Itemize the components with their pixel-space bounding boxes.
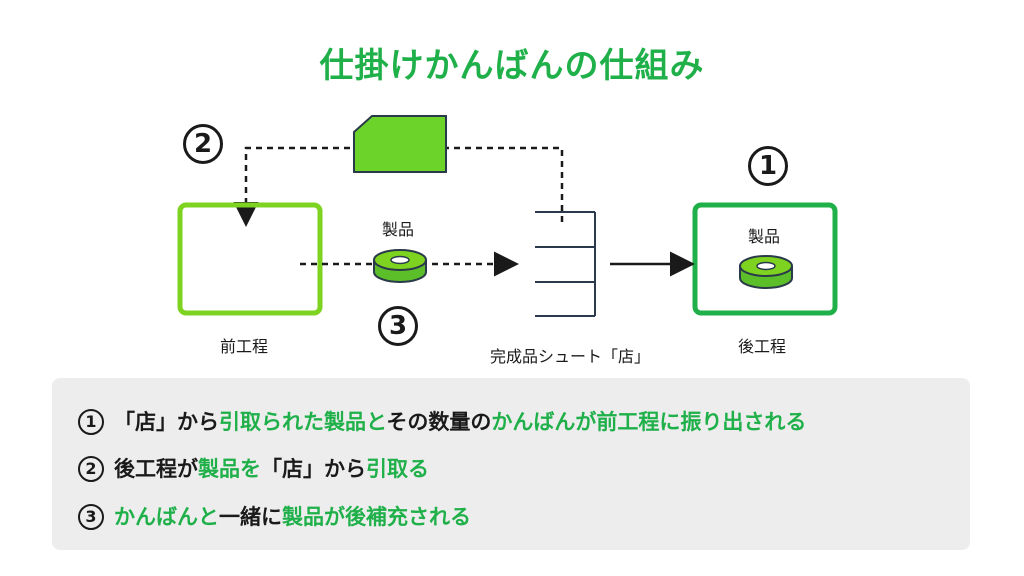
step-number-1: 1 — [78, 409, 104, 435]
product-label-mid: 製品 — [382, 220, 415, 239]
prev-process-label: 前工程 — [220, 337, 269, 356]
page-title: 仕掛けかんばんの仕組み — [319, 46, 705, 86]
kanban-card-icon — [353, 115, 447, 173]
step-marker-2: 2 — [183, 124, 223, 164]
product-label-right: 製品 — [748, 227, 781, 246]
next-process-box — [692, 202, 838, 316]
next-process-label: 後工程 — [738, 337, 787, 356]
chute-label: 完成品シュート「店」 — [490, 347, 651, 366]
step-number-3: 3 — [78, 504, 104, 530]
product-icon-right — [739, 255, 793, 289]
step-marker-3: 3 — [378, 306, 418, 346]
product-icon-mid — [373, 249, 427, 283]
step-row-1: 1「店」から引取られた製品とその数量のかんばんが前工程に振り出される — [78, 406, 806, 436]
chute-shelf-icon — [535, 211, 596, 317]
prev-process-box — [177, 202, 323, 316]
step-marker-1: 1 — [748, 146, 788, 186]
explanation-panel — [52, 378, 970, 550]
step-number-2: 2 — [78, 456, 104, 482]
